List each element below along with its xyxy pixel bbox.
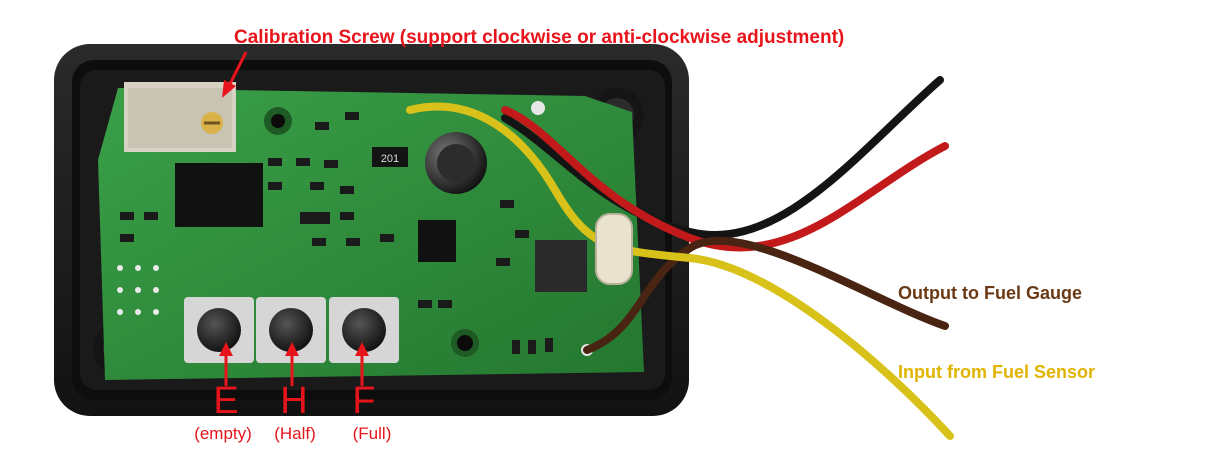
- resistor-marking: 201: [381, 153, 399, 165]
- button-half: [256, 297, 326, 363]
- wire-black: [501, 76, 944, 239]
- ic-chip-main: [175, 163, 263, 227]
- button-letter-f: F: [352, 380, 376, 422]
- button-letter-h: H: [280, 380, 308, 422]
- button-caption-full: (Full): [352, 424, 392, 443]
- button-caption-half: (Half): [274, 424, 316, 443]
- wire-brown: [583, 236, 949, 354]
- annotation-arrows: [219, 51, 369, 386]
- regulator: [535, 240, 587, 292]
- wire-red: [501, 106, 949, 252]
- button-full: [329, 297, 399, 363]
- calibration-label: Calibration Screw (support clockwise or …: [234, 27, 845, 48]
- input-label: Input from Fuel Sensor: [898, 362, 1096, 382]
- button-letter-e: E: [213, 380, 239, 422]
- button-caption-empty: (empty): [194, 424, 252, 443]
- resistor-201: [372, 147, 408, 167]
- ic-chip-small: [418, 220, 456, 262]
- button-empty: [184, 297, 254, 363]
- zip-tie: [595, 213, 633, 285]
- calibration-arrow-icon: [226, 51, 248, 89]
- output-label: Output to Fuel Gauge: [898, 283, 1082, 303]
